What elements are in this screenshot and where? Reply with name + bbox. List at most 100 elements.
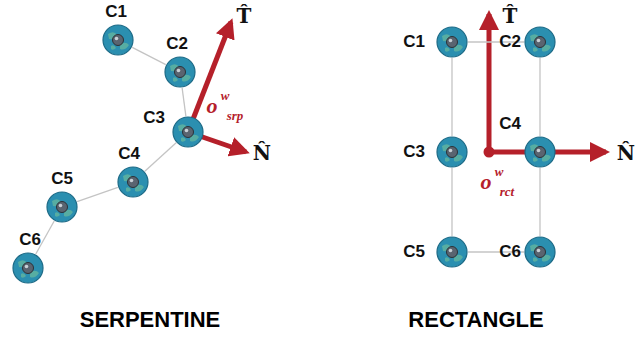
robot-node: C6	[524, 236, 556, 268]
robot-disc	[437, 27, 467, 57]
link-line	[182, 88, 186, 116]
tangent-label: T̂	[237, 4, 252, 28]
tangent-arrow	[487, 14, 492, 152]
node-name: C1	[403, 32, 425, 52]
robot-disc	[525, 137, 555, 167]
normal-label: N̂	[253, 141, 271, 165]
robot-disc	[437, 237, 467, 267]
robot-highlight	[25, 265, 29, 269]
robot-disc	[173, 117, 203, 147]
link-line	[539, 58, 540, 136]
link-line	[451, 168, 452, 236]
robot-node: C1	[102, 24, 134, 56]
origin-subscript: srp	[227, 108, 244, 124]
robot-highlight	[185, 129, 189, 133]
robot-disc	[47, 192, 77, 222]
link-line	[539, 168, 540, 236]
robot-icon	[12, 252, 44, 284]
node-name: C4	[118, 144, 140, 164]
robot-icon	[524, 236, 556, 268]
robot-highlight	[537, 249, 541, 253]
robot-icon	[117, 166, 149, 198]
robot-icon	[164, 56, 196, 88]
robot-body	[447, 247, 458, 258]
link-line	[132, 47, 166, 64]
robot-node: C4	[524, 136, 556, 168]
node-name: C2	[166, 34, 188, 54]
robot-texture	[530, 244, 551, 262]
robot-icon	[524, 136, 556, 168]
robot-disc	[525, 237, 555, 267]
robot-texture	[530, 34, 551, 52]
robot-node: C3	[436, 136, 468, 168]
origin-subscript: rct	[500, 184, 514, 200]
origin-dot	[484, 147, 495, 158]
origin-superscript: w	[221, 88, 230, 104]
robot-body	[183, 127, 194, 138]
robot-body	[535, 147, 546, 158]
robot-highlight	[537, 39, 541, 43]
robot-node: C6	[12, 252, 44, 284]
robot-body	[535, 247, 546, 258]
robot-icon	[102, 24, 134, 56]
normal-label: N̂	[617, 141, 635, 165]
link-line	[77, 187, 118, 201]
robot-texture	[178, 124, 199, 142]
robot-highlight	[449, 249, 453, 253]
robot-body	[113, 35, 124, 46]
robot-disc	[165, 57, 195, 87]
node-name: C3	[143, 108, 165, 128]
robot-disc	[525, 27, 555, 57]
robot-node: C3	[172, 116, 204, 148]
origin-dot	[183, 127, 194, 138]
robot-node: C5	[46, 191, 78, 223]
robot-body	[57, 202, 68, 213]
robot-texture	[170, 64, 191, 82]
robot-body	[175, 67, 186, 78]
robot-texture	[18, 260, 39, 278]
robot-disc	[13, 253, 43, 283]
robot-node: C1	[436, 26, 468, 58]
robot-icon	[436, 236, 468, 268]
robot-disc	[118, 167, 148, 197]
robot-texture	[123, 174, 144, 192]
origin-label: o	[207, 93, 218, 119]
robot-node: C5	[436, 236, 468, 268]
robot-texture	[530, 144, 551, 162]
robot-disc	[437, 137, 467, 167]
robot-highlight	[59, 204, 63, 208]
rectangle-frame	[484, 14, 607, 158]
robot-disc	[103, 25, 133, 55]
panel-title: RECTANGLE	[408, 307, 543, 333]
robot-highlight	[130, 179, 134, 183]
robot-icon	[172, 116, 204, 148]
origin-superscript: w	[495, 164, 504, 180]
robot-texture	[52, 199, 73, 217]
robot-node: C4	[117, 166, 149, 198]
robot-texture	[442, 34, 463, 52]
robot-node: C2	[524, 26, 556, 58]
robot-body	[128, 177, 139, 188]
robot-icon	[46, 191, 78, 223]
robot-body	[535, 37, 546, 48]
node-name: C2	[499, 32, 521, 52]
robot-highlight	[537, 149, 541, 153]
node-name: C6	[19, 230, 41, 250]
panel-title: SERPENTINE	[80, 307, 221, 333]
origin-label: o	[481, 169, 492, 195]
node-name: C1	[105, 2, 127, 22]
robot-body	[447, 147, 458, 158]
robot-texture	[442, 144, 463, 162]
link-line	[145, 143, 176, 171]
tangent-label: T̂	[503, 4, 518, 28]
node-name: C5	[51, 169, 73, 189]
robot-body	[23, 263, 34, 274]
robot-highlight	[115, 37, 119, 41]
node-name: C3	[403, 142, 425, 162]
robot-body	[447, 37, 458, 48]
robot-highlight	[449, 39, 453, 43]
robot-node: C2	[164, 56, 196, 88]
robot-icon	[436, 136, 468, 168]
node-name: C4	[499, 114, 521, 134]
